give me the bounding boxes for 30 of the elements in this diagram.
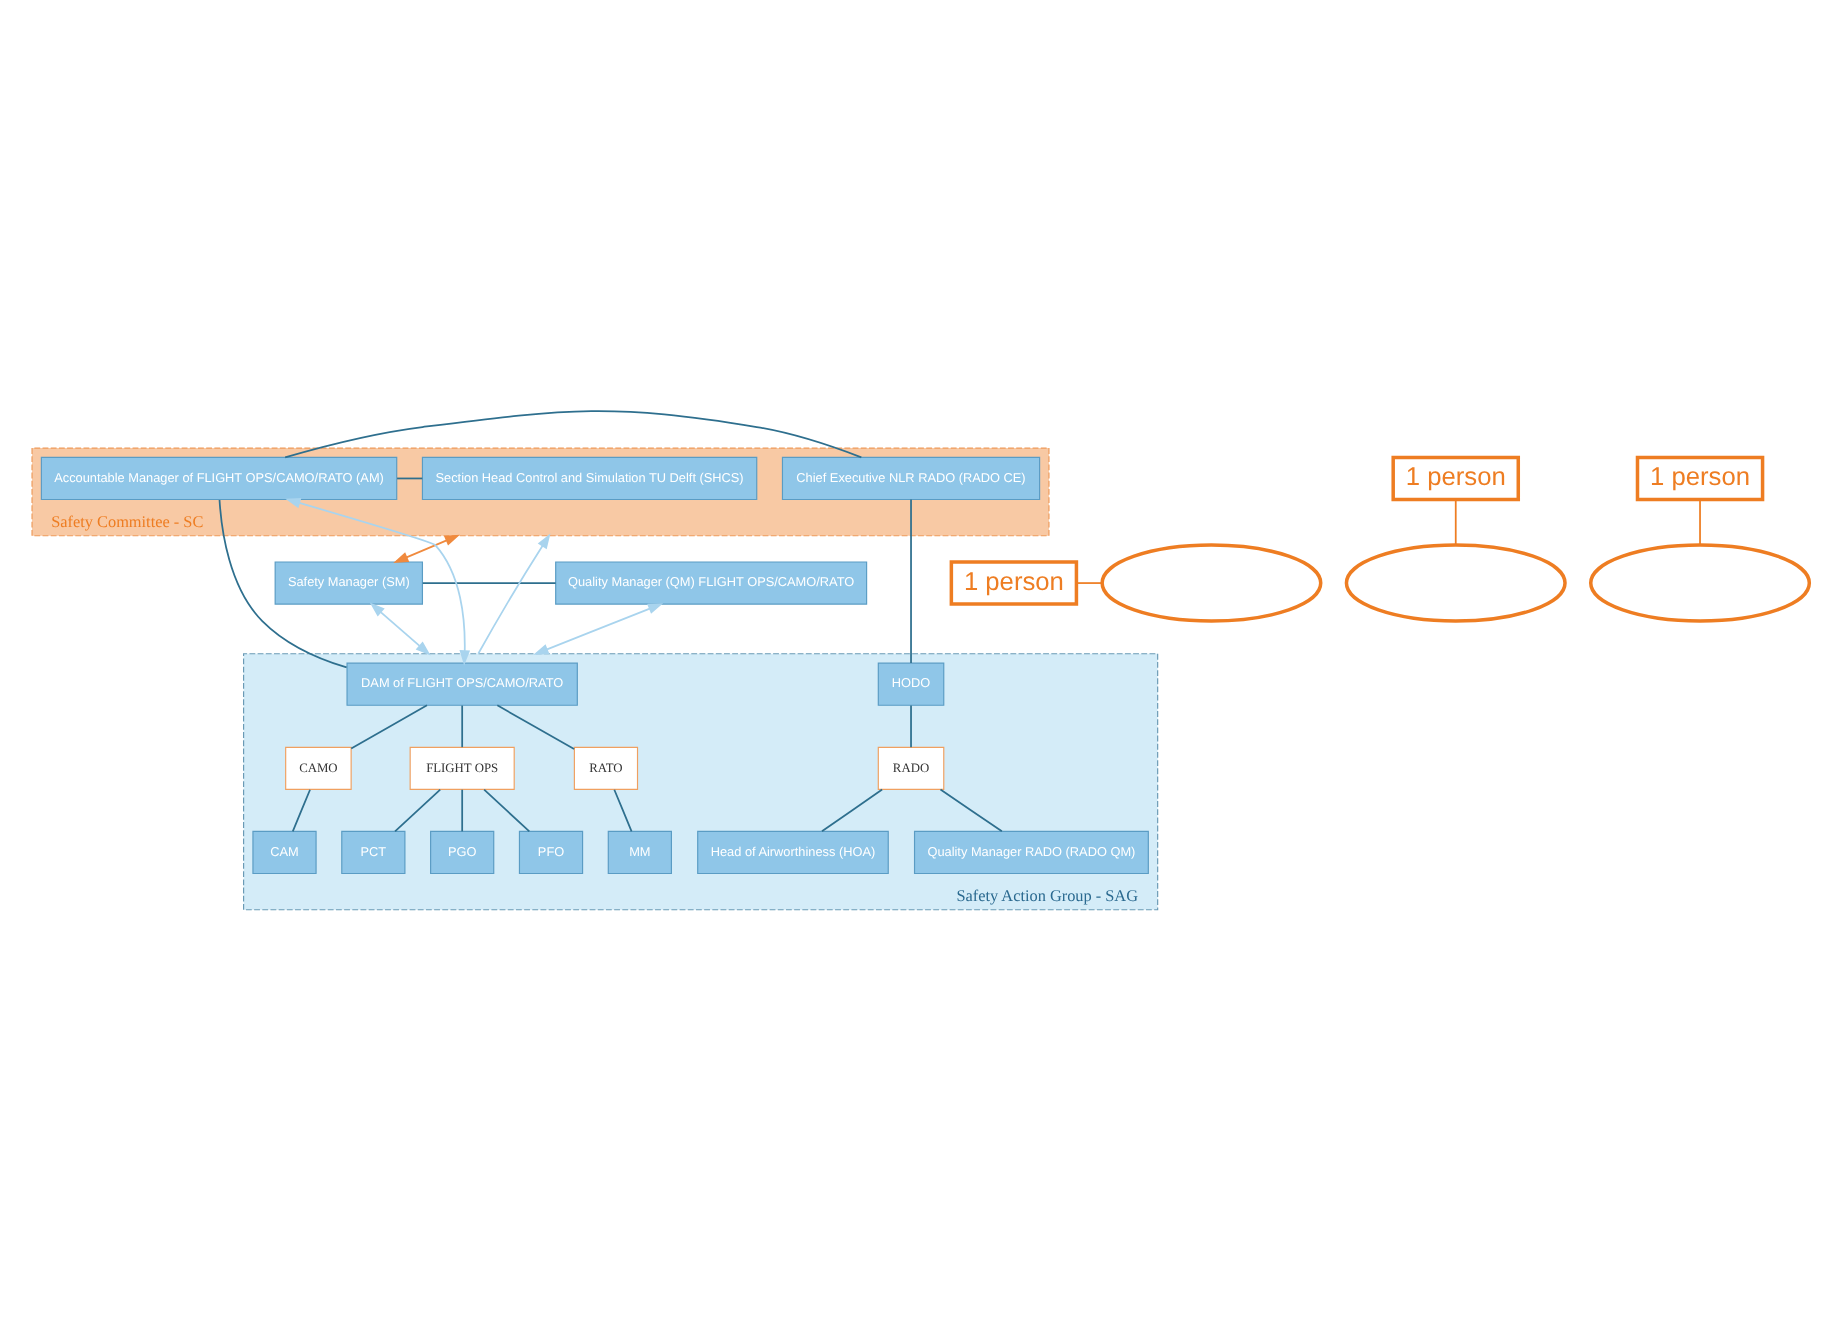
connector (217, 499, 347, 669)
connector (495, 704, 574, 750)
connector (395, 477, 423, 480)
connector (909, 498, 911, 664)
connector (349, 704, 427, 750)
connector (820, 788, 883, 833)
connector (482, 788, 530, 833)
node-box: 1 person (1390, 455, 1520, 502)
node-ellipse (1588, 543, 1811, 623)
node-ellipse (1099, 543, 1322, 623)
arrow (392, 534, 459, 563)
connector (460, 704, 463, 749)
node-box: 1 person (948, 560, 1078, 606)
node-box: 1 person (1634, 455, 1764, 502)
connector (283, 410, 862, 459)
connector (393, 788, 441, 833)
connector (1698, 498, 1700, 546)
arrow (368, 602, 430, 656)
arrow (284, 497, 470, 666)
arrow (532, 603, 663, 655)
connector (460, 788, 463, 833)
arrow (476, 533, 550, 655)
connector (1074, 582, 1102, 584)
connector (290, 788, 310, 833)
node-ellipse (1343, 543, 1566, 623)
connector (909, 704, 911, 749)
connector (612, 788, 632, 833)
connector (1453, 498, 1456, 546)
connector (420, 582, 556, 584)
connector (938, 788, 1002, 833)
